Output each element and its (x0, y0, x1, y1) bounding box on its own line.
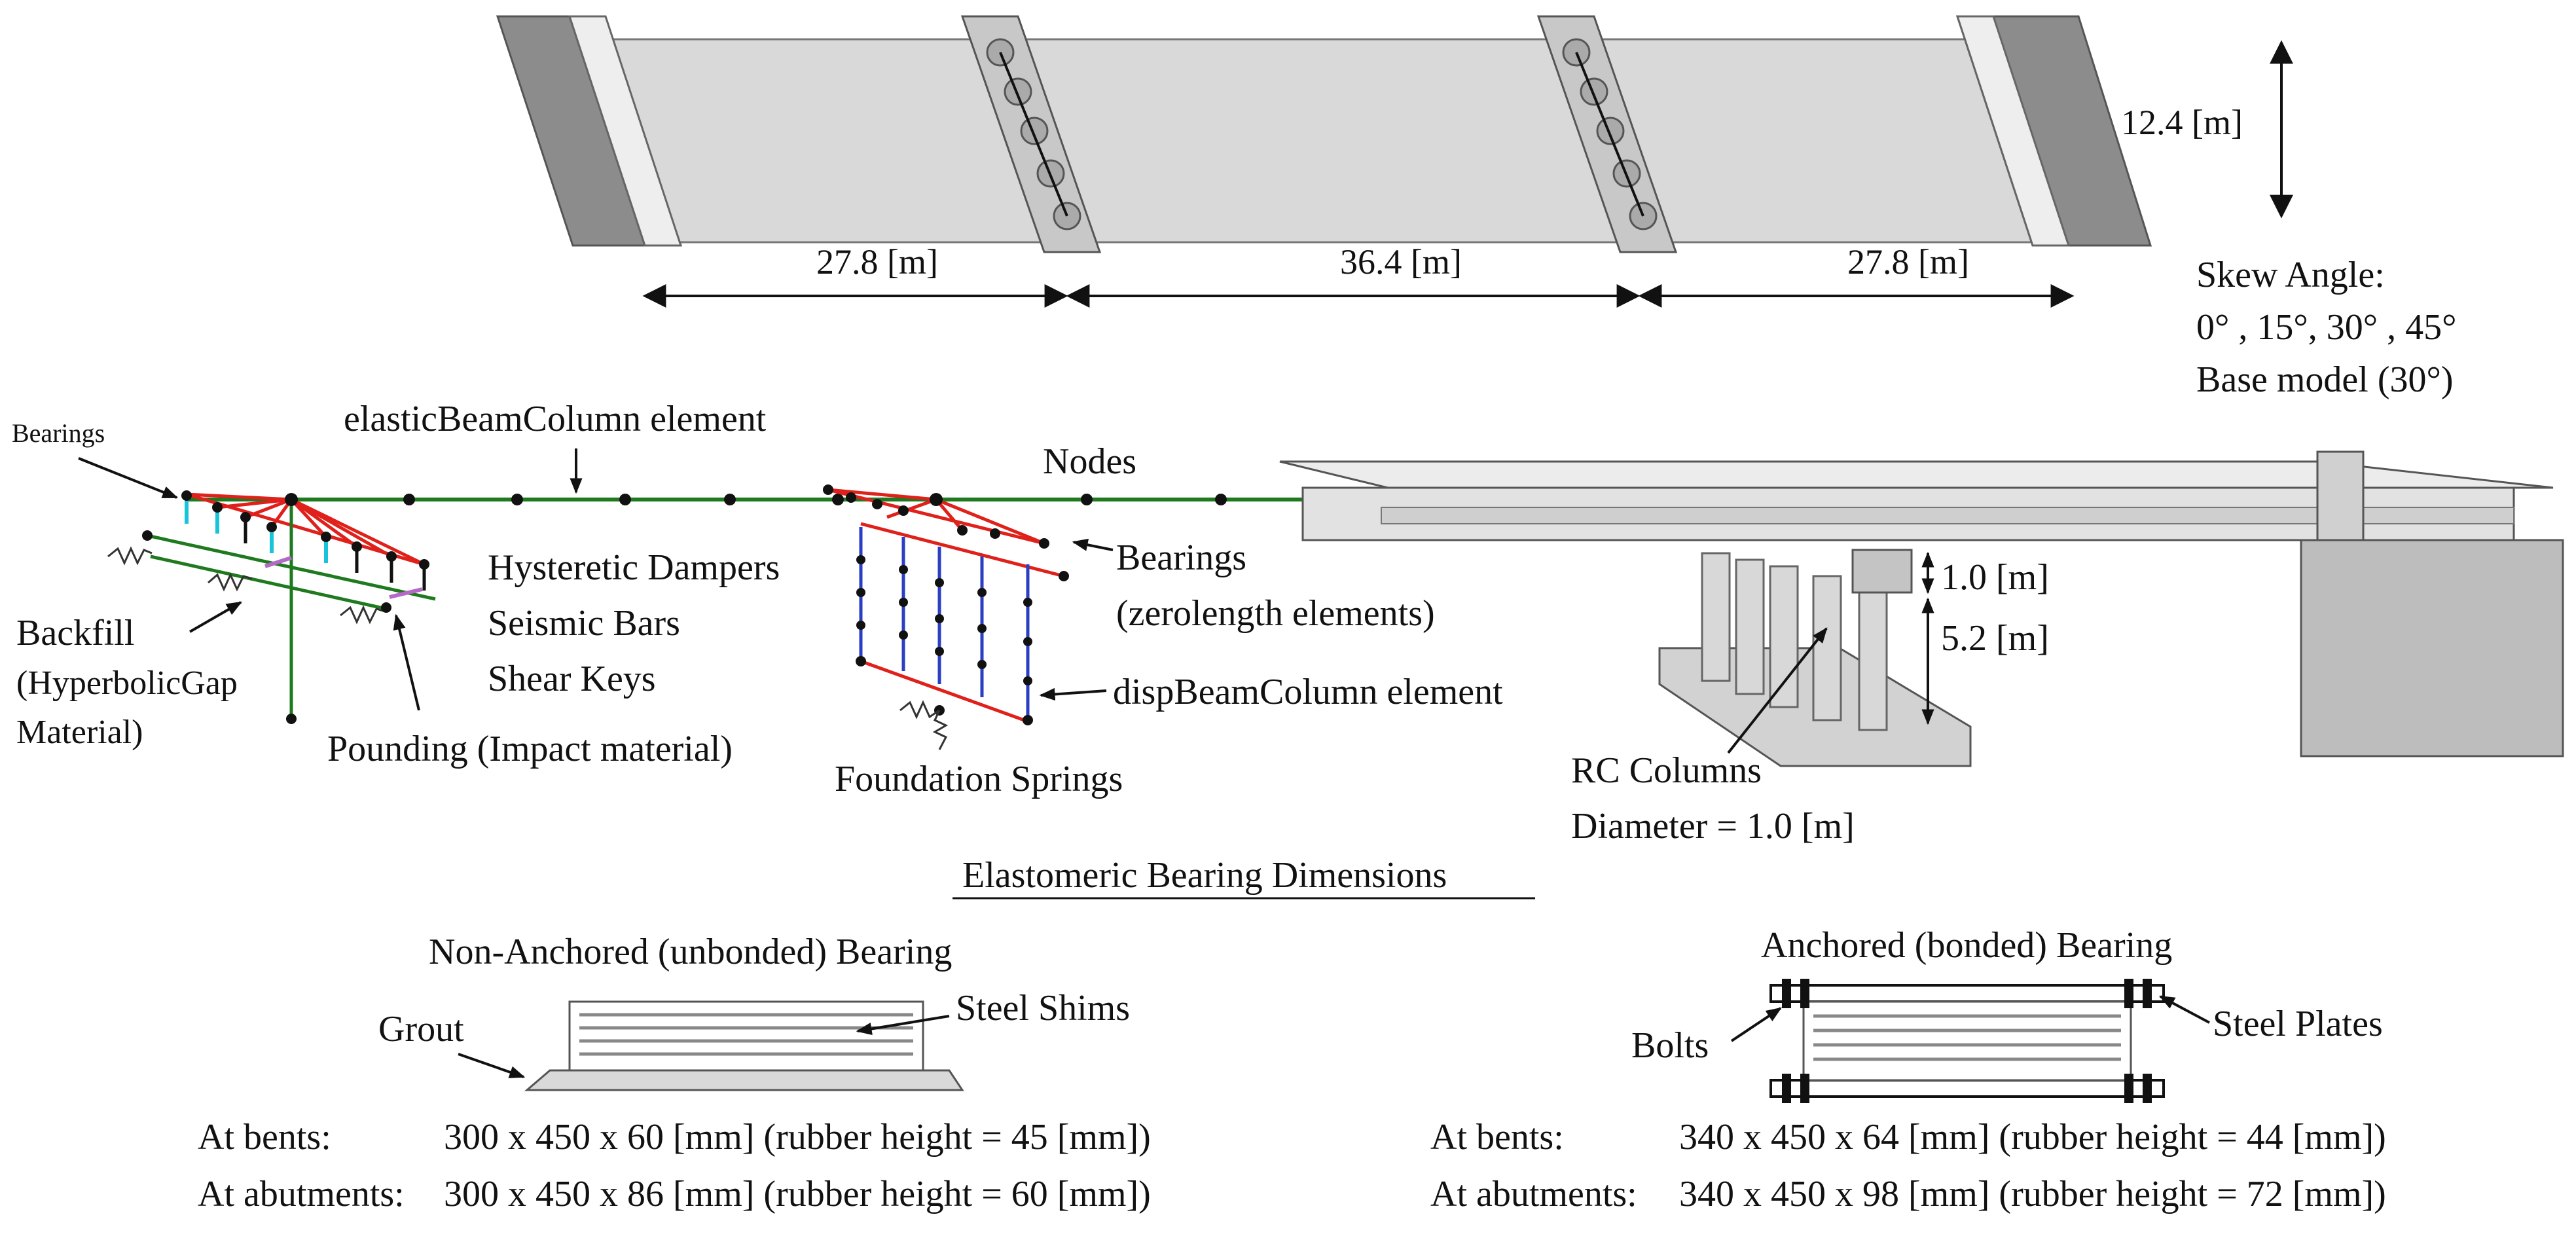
anchored-bents-value: 340 x 450 x 64 [mm] (rubber height = 44 … (1679, 1117, 2386, 1157)
steel-plates-arrow (2158, 995, 2210, 1024)
backfill-label-3: Material) (16, 714, 143, 751)
rc-columns-label: RC Columns (1571, 750, 1762, 791)
width-label: 12.4 [m] (2121, 103, 2243, 142)
bolts-arrow (1730, 1007, 1782, 1042)
foundation-springs-label: Foundation Springs (835, 759, 1123, 799)
abutment-nodes (142, 490, 429, 724)
span-label-2: 36.4 [m] (1340, 242, 1462, 282)
backfill-label-2: (HyperbolicGap (16, 665, 238, 702)
anchored-rubber (1802, 1000, 2132, 1082)
anchor-bolts (1782, 979, 2152, 1103)
disp-beam-arrow (1039, 687, 1107, 701)
skew-base-model: Base model (30°) (2196, 359, 2454, 400)
abutment-rigid-links (186, 492, 426, 566)
non-anchored-bents-value: 300 x 450 x 60 [mm] (rubber height = 45 … (444, 1117, 1151, 1157)
bearing-dimensions-section: Elastomeric Bearing Dimensions Non-Ancho… (198, 855, 2386, 1214)
deck-girder-band (1381, 507, 2514, 524)
grout-label: Grout (378, 1009, 464, 1049)
nodes-label: Nodes (1043, 441, 1136, 482)
non-anchored-abutments-label: At abutments: (198, 1174, 405, 1214)
span-label-3: 27.8 [m] (1847, 242, 1969, 282)
abutment-right-seat (1955, 15, 2071, 247)
anchored-top-plate (1769, 984, 2165, 1003)
steel-shims-arrow (856, 1015, 950, 1035)
bolts-label: Bolts (1631, 1025, 1709, 1066)
beam-element-label: elasticBeamColumn element (344, 399, 767, 439)
bent-model (823, 484, 1069, 750)
skew-title: Skew Angle: (2196, 255, 2385, 295)
bridge-3d-view: 1.0 [m] 5.2 [m] RC Columns Diameter = 1.… (1279, 450, 2564, 847)
right-abutment-top (2316, 450, 2365, 541)
grout-pad (524, 1069, 964, 1091)
bent-columns-1 (986, 38, 1081, 230)
rc-columns-3d (1701, 552, 1888, 731)
disp-beam-label: dispBeamColumn element (1113, 672, 1503, 712)
backfill-springs (107, 546, 386, 625)
bent-columns-2 (1562, 38, 1658, 230)
abutment-left-seat (568, 15, 683, 247)
right-abutment-wall (2300, 539, 2564, 757)
shear-keys-label: Shear Keys (488, 659, 656, 699)
diameter-label: Diameter = 1.0 [m] (1571, 806, 1855, 847)
abutment-lower-line (150, 555, 387, 611)
steel-shims-label: Steel Shims (956, 988, 1130, 1029)
span-label-1: 27.8 [m] (816, 242, 938, 282)
anchored-abutments-value: 340 x 450 x 98 [mm] (rubber height = 72 … (1679, 1174, 2386, 1214)
steel-plates-label: Steel Plates (2213, 1004, 2383, 1044)
pounding-arrow (393, 613, 420, 711)
pounding-label: Pounding (Impact material) (327, 729, 733, 769)
anchored-title: Anchored (bonded) Bearing (1761, 925, 2172, 966)
grout-arrow (458, 1053, 526, 1078)
anchored-bents-label: At bents: (1430, 1117, 1564, 1157)
pounding-elements (264, 556, 423, 599)
anchored-shims (1813, 1014, 2121, 1061)
non-anchored-abutments-value: 300 x 450 x 86 [mm] (rubber height = 60 … (444, 1174, 1151, 1214)
non-anchored-bents-label: At bents: (198, 1117, 331, 1157)
backfill-label-1: Backfill (16, 613, 134, 653)
bent-bearings-arrow (1072, 538, 1114, 551)
bent-cap-3d (1851, 549, 1913, 594)
rc-columns-arrow (1727, 627, 1828, 754)
backfill-arrow (189, 601, 243, 633)
plan-view: 27.8 [m] 36.4 [m] 27.8 [m] 12.4 [m] Skew… (496, 15, 2457, 400)
cap-depth-label: 1.0 [m] (1941, 557, 2049, 598)
analytical-model: Bearings elasticBeamColumn element Nodes… (12, 399, 1503, 799)
bent-bearings-label-1: Bearings (1116, 537, 1246, 578)
anchored-abutments-label: At abutments: (1430, 1174, 1637, 1214)
bearing-section-title: Elastomeric Bearing Dimensions (962, 855, 1447, 896)
bearings-small-arrow (78, 457, 179, 499)
seismic-bars-label: Seismic Bars (488, 603, 680, 644)
bent-bearings-label-2: (zerolength elements) (1116, 593, 1435, 634)
non-anchored-title: Non-Anchored (unbonded) Bearing (429, 932, 952, 972)
approach-deck-top (1279, 460, 2554, 489)
skew-values: 0° , 15°, 30° , 45° (2196, 307, 2457, 348)
anchored-bottom-plate (1769, 1079, 2165, 1098)
column-height-label: 5.2 [m] (1941, 618, 2049, 659)
deck-plan (548, 38, 2058, 244)
hysteretic-dampers-label: Hysteretic Dampers (488, 547, 780, 588)
non-anchored-rubber (568, 1000, 924, 1072)
bearings-label-small: Bearings (12, 418, 105, 448)
